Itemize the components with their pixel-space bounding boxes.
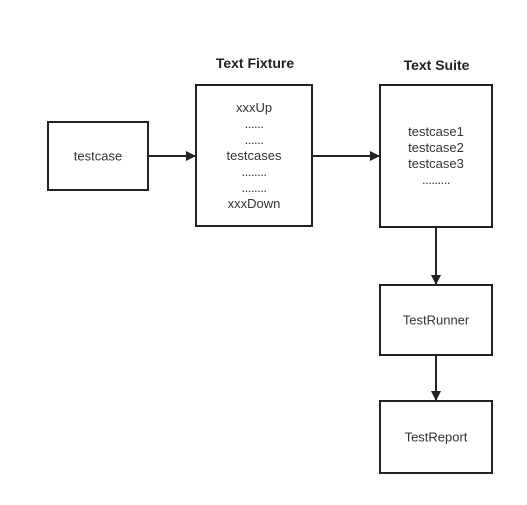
testcase-node: testcase: [47, 121, 149, 191]
fixture-line: xxxUp: [235, 100, 273, 115]
report-label: TestReport: [404, 429, 468, 445]
suite-line: .........: [421, 172, 451, 187]
report-node: TestReport: [379, 400, 493, 474]
fixture-line: ......: [244, 132, 264, 147]
suite-line: testcase2: [408, 140, 464, 155]
fixture-line: xxxDown: [227, 196, 281, 211]
fixture-line: ......: [244, 116, 264, 131]
fixture-line: ........: [241, 180, 267, 195]
runner-label: TestRunner: [402, 312, 470, 328]
fixture-line: testcases: [226, 148, 282, 163]
suite-node: testcase1 testcase2 testcase3 .........: [379, 84, 493, 228]
suite-title: Text Suite: [403, 57, 470, 73]
fixture-title: Text Fixture: [215, 55, 295, 71]
fixture-node: xxxUp ...... ...... testcases ........ .…: [195, 84, 313, 227]
suite-lines: testcase1 testcase2 testcase3 .........: [381, 124, 491, 188]
fixture-line: ........: [241, 164, 267, 179]
fixture-lines: xxxUp ...... ...... testcases ........ .…: [197, 100, 311, 212]
testcase-label: testcase: [73, 148, 123, 164]
suite-line: testcase1: [408, 124, 464, 139]
suite-line: testcase3: [408, 156, 464, 171]
runner-node: TestRunner: [379, 284, 493, 356]
